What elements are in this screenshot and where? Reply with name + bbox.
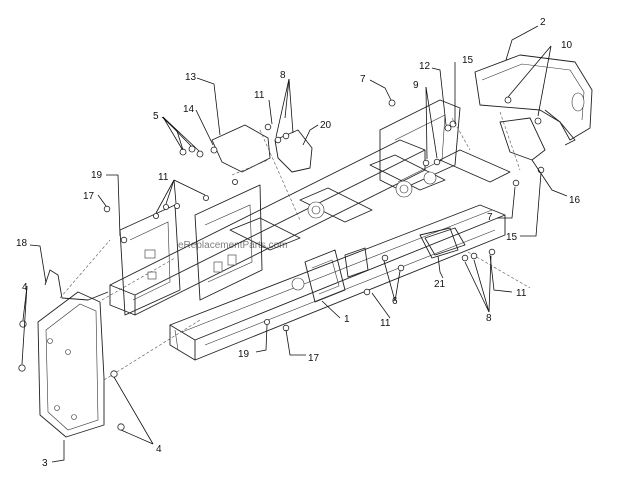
callout-1: 1 [344, 314, 350, 325]
callout-8-bottom: 8 [486, 313, 492, 324]
rear-bracket [474, 54, 593, 146]
callout-20: 20 [320, 120, 332, 131]
callout-8-top: 8 [280, 70, 286, 81]
callout-18: 18 [16, 238, 28, 249]
lift-arm [44, 269, 109, 301]
callout-5: 5 [153, 111, 159, 122]
bracket-13 [211, 124, 271, 173]
callout-21: 21 [434, 279, 446, 290]
callout-19-left: 19 [91, 170, 103, 181]
bracket-16 [499, 117, 546, 161]
callout-6: 6 [392, 296, 398, 307]
bracket-21 [419, 227, 459, 259]
callout-17-left: 17 [83, 191, 95, 202]
callout-14: 14 [183, 104, 195, 115]
callout-3: 3 [42, 458, 48, 469]
callout-11-right: 11 [516, 288, 527, 299]
callout-12: 12 [419, 61, 431, 72]
callout-15-top: 15 [462, 55, 474, 66]
callout-13: 13 [185, 72, 197, 83]
callout-19-bottom: 19 [238, 349, 250, 360]
callout-4-bottom: 4 [156, 444, 162, 455]
callout-11-top: 11 [254, 90, 265, 101]
assembly-lines [59, 111, 531, 381]
bracket-20 [274, 129, 313, 173]
side-panel [37, 291, 105, 438]
main-frame [109, 99, 511, 361]
callout-7-right: 7 [487, 212, 493, 223]
watermark: eReplacementParts.com [178, 240, 288, 251]
callout-2: 2 [540, 17, 546, 28]
callout-11-middle: 11 [380, 318, 391, 329]
callout-11-left: 11 [158, 172, 169, 183]
callout-17-bottom: 17 [308, 353, 320, 364]
callout-9: 9 [413, 80, 419, 91]
leader-lines [21, 25, 568, 463]
callout-10: 10 [561, 40, 573, 51]
hardware [18, 96, 545, 431]
callout-15-right: 15 [506, 232, 518, 243]
callout-16: 16 [569, 195, 581, 206]
callout-7-top: 7 [360, 74, 366, 85]
callout-4-left: 4 [22, 282, 28, 293]
callout-labels: 1 2 3 4 4 5 6 7 7 8 8 9 10 11 11 11 11 1… [16, 17, 581, 469]
